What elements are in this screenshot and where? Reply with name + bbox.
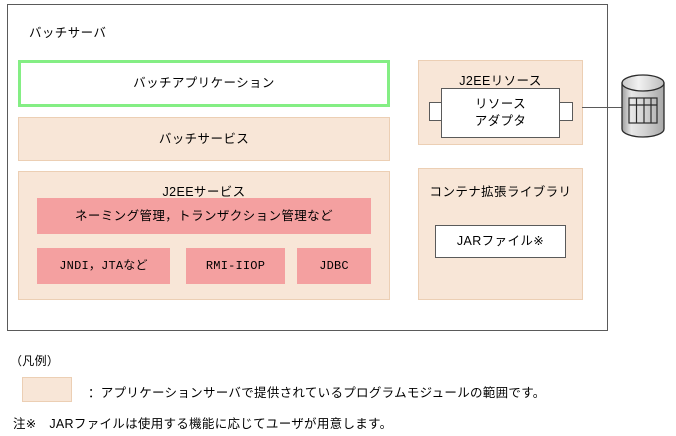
database-connector-line [582, 107, 624, 108]
batch-service-label: バッチサービス [158, 131, 250, 146]
jar-file-label: JARファイル※ [456, 234, 545, 249]
resource-adapter-shape: リソース アダプタ [420, 88, 582, 138]
adapter-tab-left-icon [429, 102, 442, 121]
rmi-iiop-box: RMI-IIOP [186, 248, 285, 284]
j2ee-service-label: J2EEサービス [162, 185, 246, 199]
legend-color-swatch [22, 377, 72, 402]
database-cylinder-icon [621, 74, 665, 138]
resource-adapter-body [441, 88, 560, 138]
legend-heading: （凡例） [10, 354, 60, 368]
naming-transaction-management-label: ネーミング管理，トランザクション管理など [74, 208, 333, 223]
jdbc-box: JDBC [297, 248, 371, 284]
batch-server-title: バッチサーバ [29, 26, 107, 40]
batch-service-box: バッチサービス [18, 117, 390, 161]
legend-description: ：アプリケーションサーバで提供されているプログラムモジュールの範囲です。 [88, 386, 546, 400]
j2ee-resource-label: J2EEリソース [459, 74, 542, 88]
rmi-iiop-label: RMI-IIOP [205, 258, 266, 273]
resource-adapter-text: リソース アダプタ [441, 88, 560, 138]
jndi-jta-box: JNDI，JTAなど [37, 248, 170, 284]
jdbc-label: JDBC [319, 258, 349, 273]
resource-adapter-label-line2: アダプタ [474, 114, 527, 128]
batch-application-label: バッチアプリケーション [133, 76, 275, 91]
naming-transaction-management-box: ネーミング管理，トランザクション管理など [37, 198, 371, 234]
jndi-jta-label: JNDI，JTAなど [59, 258, 148, 273]
batch-application-box: バッチアプリケーション [18, 60, 390, 107]
footnote-text: 注※ JARファイルは使用する機能に応じてユーザが用意します。 [13, 417, 393, 431]
container-extension-library-label: コンテナ拡張ライブラリ [429, 185, 572, 199]
resource-adapter-label-line1: リソース [475, 97, 526, 112]
adapter-tab-right-icon [560, 102, 573, 121]
jar-file-box: JARファイル※ [435, 225, 566, 258]
